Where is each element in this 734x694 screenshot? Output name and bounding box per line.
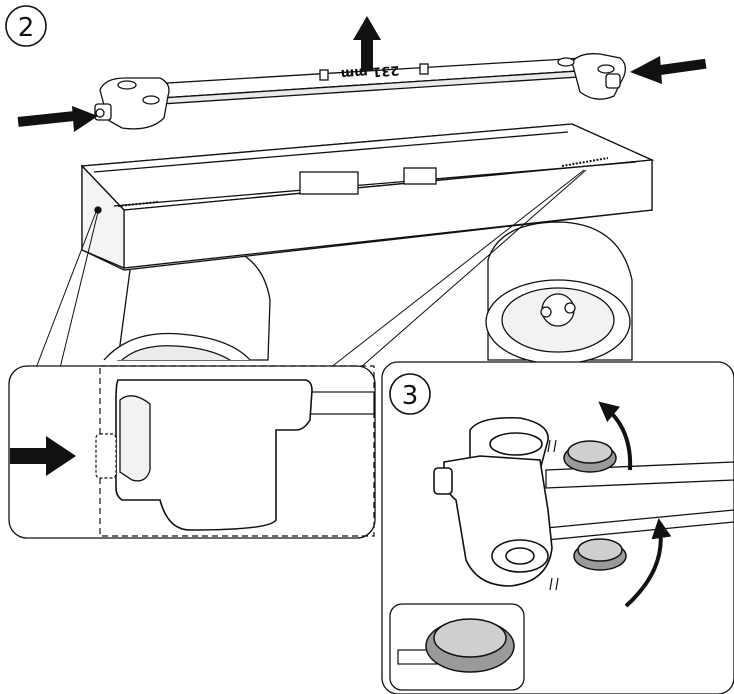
push-arrow-left-icon	[17, 106, 98, 132]
lamp-body	[80, 123, 655, 365]
end-cap-top	[563, 440, 617, 473]
step-2-number: 2	[18, 13, 35, 43]
zoom-lines	[35, 169, 587, 369]
push-arrow-right-icon	[630, 56, 707, 84]
step-3-panel: 3	[381, 361, 734, 694]
end-cap-bottom	[573, 538, 627, 571]
step-3-badge: 3	[389, 373, 431, 415]
rotate-arrow-bottom-icon	[624, 518, 672, 608]
detail-push-arrow-icon	[10, 436, 76, 476]
cap-detail-inset	[389, 603, 525, 691]
rotate-arrow-top-icon	[598, 401, 633, 471]
step-2-badge: 2	[5, 5, 47, 47]
step-3-number: 3	[402, 381, 419, 411]
bracket-dimension-label: 231 mm	[340, 62, 400, 81]
detail-panel	[8, 365, 376, 539]
mounting-bracket	[94, 53, 626, 130]
